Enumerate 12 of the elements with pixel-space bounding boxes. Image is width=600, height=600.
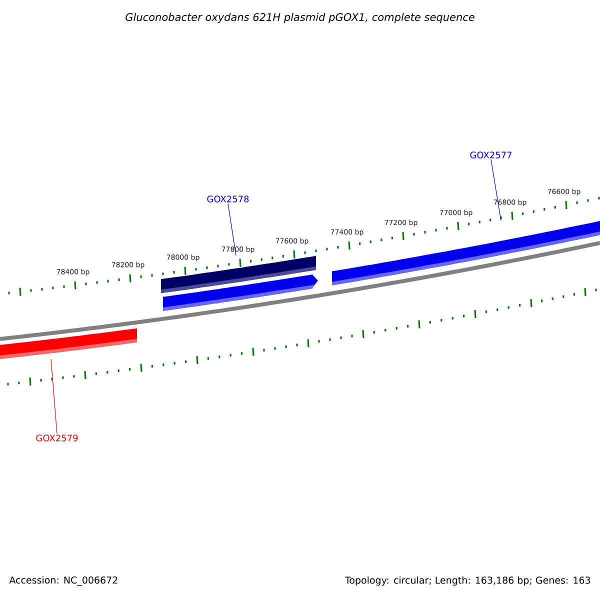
accession-text: Accession: NC_006672: [9, 576, 118, 586]
gene-label: GOX2579: [36, 434, 78, 442]
leader-line: [228, 203, 236, 256]
gene-bar: [0, 328, 137, 359]
summary-text: Topology: circular; Length: 163,186 bp; Genes: 163: [344, 576, 590, 586]
gene-label: GOX2578: [207, 196, 249, 202]
gene-label: GOX2577: [470, 152, 512, 158]
title: Gluconobacter oxydans 621H plasmid pGOX1, complete sequence: [126, 12, 474, 24]
gene-bar: [163, 274, 318, 311]
leader-line: [50, 358, 58, 434]
leader-line: [490, 159, 502, 222]
gene-bar: [332, 221, 600, 286]
